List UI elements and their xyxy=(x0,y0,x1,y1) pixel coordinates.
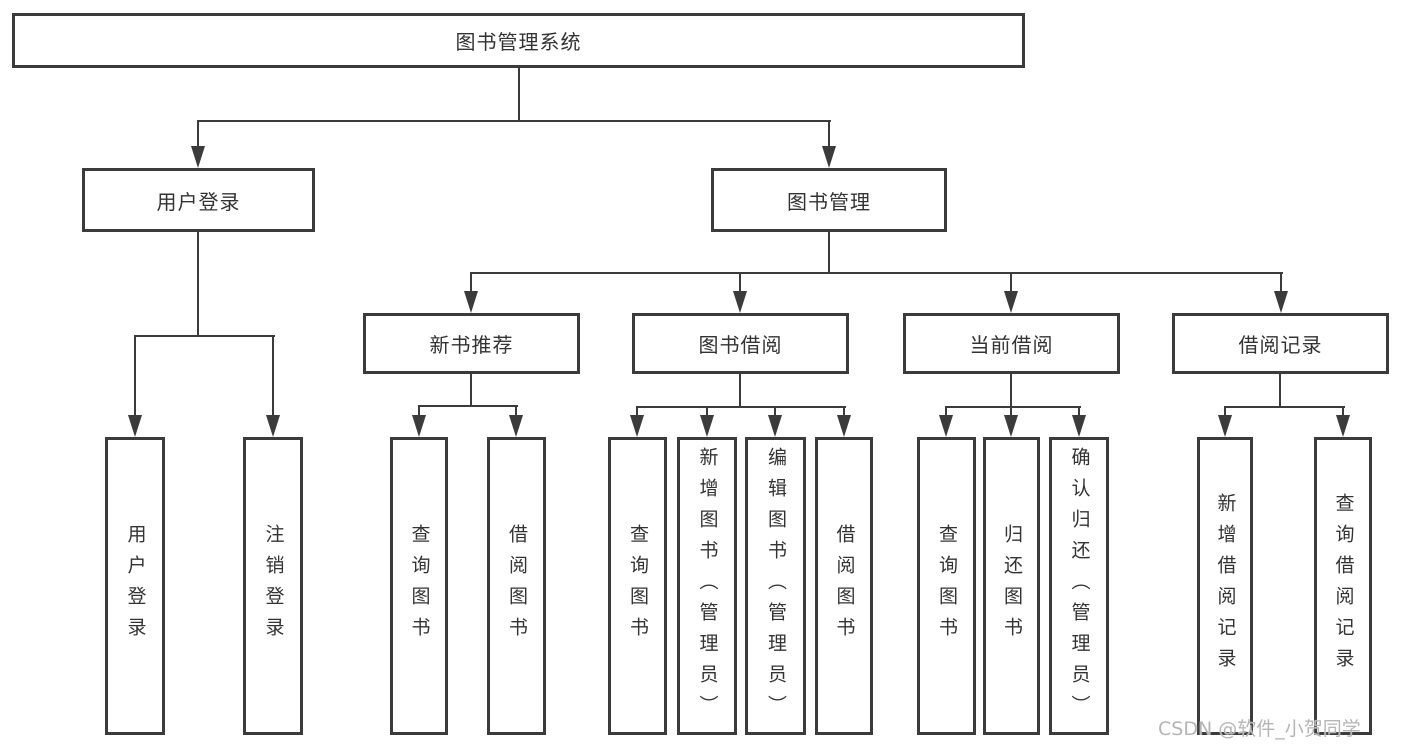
edge-newbook-drop-2 xyxy=(515,405,517,419)
node-label: 查询图书 xyxy=(408,524,431,648)
edge-userlogin-drop-2 xyxy=(272,335,274,419)
node-leaf-query-books-3: 查询图书 xyxy=(917,437,976,735)
node-leaf-query-books-1: 查询图书 xyxy=(390,437,448,735)
arrow-down-icon xyxy=(837,415,851,437)
edge-root-drop-right xyxy=(828,120,830,150)
node-label: 查询借阅记录 xyxy=(1332,493,1355,679)
csdn-watermark: CSDN @软件_小贺同学 xyxy=(1158,718,1361,740)
edge-userlogin-bar xyxy=(134,335,275,337)
node-leaf-borrow-books-2: 借阅图书 xyxy=(815,437,873,735)
node-label: 查询图书 xyxy=(936,524,958,648)
node-label: 用户登录 xyxy=(124,524,147,648)
node-leaf-confirm-return-admin: 确认归还（管理员） xyxy=(1049,437,1109,735)
node-book-management: 图书管理 xyxy=(711,168,947,232)
node-book-borrowing: 图书借阅 xyxy=(632,313,849,374)
edge-userlogin-drop-1 xyxy=(134,335,136,419)
node-label: 编辑图书（管理员） xyxy=(765,446,787,726)
node-label: 查询图书 xyxy=(627,524,649,648)
arrow-down-icon xyxy=(266,415,280,437)
edge-current-drop-3 xyxy=(1078,406,1080,419)
node-leaf-return-books: 归还图书 xyxy=(983,437,1040,735)
edge-current-bar xyxy=(945,406,1081,408)
node-leaf-borrow-books-1: 借阅图书 xyxy=(487,437,546,735)
arrow-down-icon xyxy=(939,415,953,437)
node-label: 新书推荐 xyxy=(429,333,514,357)
edge-newbook-drop-1 xyxy=(418,405,420,419)
arrow-down-icon xyxy=(822,146,836,168)
node-library-management-system: 图书管理系统 xyxy=(12,13,1025,68)
node-label: 注销登录 xyxy=(262,524,285,648)
edge-records-bar xyxy=(1224,406,1345,408)
arrow-down-icon xyxy=(1004,415,1018,437)
node-leaf-add-books-admin: 新增图书（管理员） xyxy=(677,437,737,735)
edge-newbook-bar xyxy=(418,405,518,407)
node-label: 确认归还（管理员） xyxy=(1068,446,1091,726)
edge-root-drop-left xyxy=(197,120,199,150)
edge-bookmgmt-drop-1 xyxy=(470,272,472,293)
node-label: 图书管理系统 xyxy=(455,30,582,54)
node-leaf-query-books-2: 查询图书 xyxy=(608,437,667,735)
edge-current-drop-2 xyxy=(1010,406,1012,419)
edge-current-stem xyxy=(1010,374,1012,408)
edge-borrowing-stem xyxy=(739,374,741,408)
node-leaf-query-borrow-record: 查询借阅记录 xyxy=(1314,437,1372,735)
node-current-borrowing: 当前借阅 xyxy=(903,313,1120,374)
edge-bookmgmt-drop-2 xyxy=(739,272,741,293)
node-label: 借阅记录 xyxy=(1238,333,1323,357)
edge-newbook-stem xyxy=(470,374,472,407)
edge-root-stem xyxy=(518,68,520,122)
edge-bookmgmt-bar xyxy=(470,272,1283,274)
arrow-down-icon xyxy=(768,415,782,437)
edge-records-drop-2 xyxy=(1342,406,1344,419)
arrow-down-icon xyxy=(630,415,644,437)
edge-borrowing-drop-1 xyxy=(636,406,638,419)
edge-borrowing-drop-4 xyxy=(843,406,845,419)
edge-userlogin-stem xyxy=(197,232,199,337)
node-label: 当前借阅 xyxy=(969,333,1054,357)
arrow-down-icon xyxy=(1336,415,1350,437)
edge-borrowing-drop-2 xyxy=(706,406,708,419)
node-label: 图书借阅 xyxy=(698,333,783,357)
edge-bookmgmt-stem xyxy=(828,232,830,274)
arrow-down-icon xyxy=(733,291,747,313)
edge-bookmgmt-drop-3 xyxy=(1010,272,1012,293)
node-user-login: 用户登录 xyxy=(82,168,315,232)
arrow-down-icon xyxy=(128,415,142,437)
node-label: 用户登录 xyxy=(156,189,241,214)
edge-records-drop-1 xyxy=(1224,406,1226,419)
node-leaf-add-borrow-record: 新增借阅记录 xyxy=(1197,437,1253,735)
node-leaf-user-login: 用户登录 xyxy=(105,437,165,735)
edge-records-stem xyxy=(1279,374,1281,408)
node-leaf-edit-books-admin: 编辑图书（管理员） xyxy=(745,437,806,735)
node-label: 借阅图书 xyxy=(833,524,856,648)
arrow-down-icon xyxy=(509,415,523,437)
node-borrowing-records: 借阅记录 xyxy=(1172,313,1389,374)
edge-current-drop-1 xyxy=(945,406,947,419)
edge-bookmgmt-drop-4 xyxy=(1280,272,1282,293)
edge-root-bar xyxy=(197,120,831,122)
arrow-down-icon xyxy=(700,415,714,437)
arrow-down-icon xyxy=(1072,415,1086,437)
arrow-down-icon xyxy=(412,415,426,437)
arrow-down-icon xyxy=(1218,415,1232,437)
arrow-down-icon xyxy=(464,291,478,313)
edge-borrowing-drop-3 xyxy=(774,406,776,419)
node-label: 新增图书（管理员） xyxy=(696,446,719,726)
node-label: 新增借阅记录 xyxy=(1214,493,1237,679)
node-new-book-recommendation: 新书推荐 xyxy=(363,313,580,374)
arrow-down-icon xyxy=(191,146,205,168)
node-label: 图书管理 xyxy=(787,189,871,214)
node-label: 借阅图书 xyxy=(506,524,528,648)
arrow-down-icon xyxy=(1004,291,1018,313)
edge-borrowing-bar xyxy=(636,406,846,408)
node-label: 归还图书 xyxy=(1001,524,1023,648)
arrow-down-icon xyxy=(1274,291,1288,313)
node-leaf-logout: 注销登录 xyxy=(243,437,303,735)
